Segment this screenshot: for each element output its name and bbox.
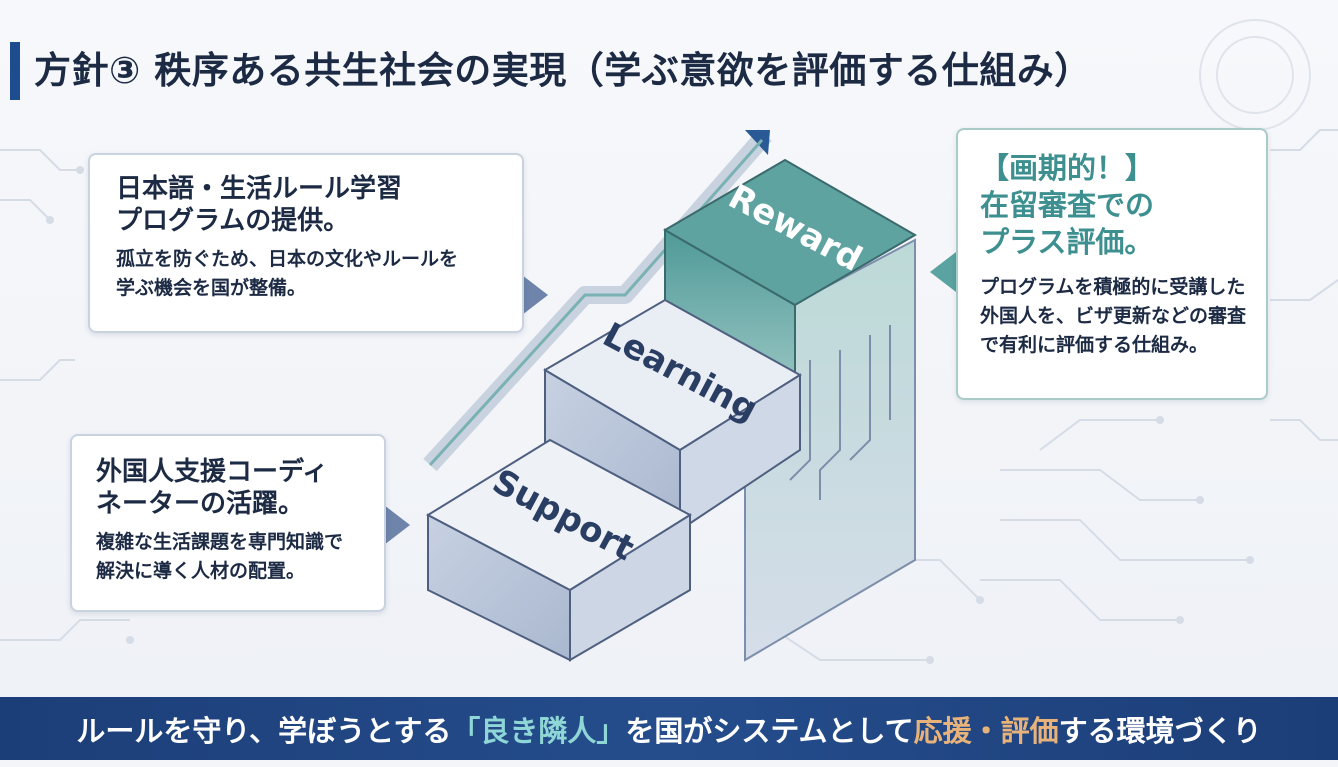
page-title: 方針③ 秩序ある共生社会の実現（学ぶ意欲を評価する仕組み）	[34, 49, 1092, 92]
callout-support-body: 複雑な生活課題を専門知識で 解決に導く人材の配置。	[96, 528, 384, 586]
callout-reward-head-line2: 在留審査での	[980, 188, 1155, 222]
callout-support-head: 外国人支援コーディ ネーターの活躍。	[96, 456, 384, 520]
banner-text-part3: する環境づくり	[1058, 713, 1262, 748]
bottom-strip	[0, 760, 1338, 767]
callout-learning-head-line2: プログラムの提供。	[116, 206, 350, 236]
callout-reward-head-line1: 【画期的！】	[980, 151, 1155, 185]
title-accent-bar	[10, 42, 20, 100]
staircase-graphic: Reward Learning Support	[423, 129, 917, 662]
callout-support-body-line1: 複雑な生活課題を専門知識で	[96, 531, 344, 553]
callout-support-head-line2: ネーターの活躍。	[96, 489, 305, 519]
banner-highlight-support-evaluate: 応援・評価	[913, 713, 1059, 748]
callout-support-head-line1: 外国人支援コーディ	[96, 457, 329, 487]
callout-reward-body-line3: で有利に評価する仕組み。	[980, 334, 1209, 356]
callout-pointer-learning-icon	[522, 275, 548, 315]
callout-learning-head-line1: 日本語・生活ルール学習	[116, 174, 403, 204]
callout-support-body-line2: 解決に導く人材の配置。	[96, 560, 306, 582]
banner-highlight-good-neighbor: 「良き隣人」	[451, 713, 626, 748]
bottom-banner: ルールを守り、学ぼうとする「良き隣人」を国がシステムとして応援・評価する環境づく…	[0, 697, 1338, 760]
banner-text-part2: を国がシステムとして	[625, 713, 914, 748]
callout-pointer-reward-icon	[930, 252, 956, 292]
callout-support: 外国人支援コーディ ネーターの活躍。 複雑な生活課題を専門知識で 解決に導く人材…	[70, 434, 386, 612]
callout-reward-body-line1: プログラムを積極的に受講した	[980, 276, 1246, 298]
callout-pointer-support-icon	[384, 505, 410, 545]
callout-reward-head: 【画期的！】 在留審査での プラス評価。	[980, 150, 1266, 261]
callout-learning-head: 日本語・生活ルール学習 プログラムの提供。	[116, 173, 522, 237]
reward-block-top	[663, 158, 917, 307]
callout-learning-body-line2: 学ぶ機会を国が整備。	[116, 277, 307, 299]
callout-learning-body-line1: 孤立を防ぐため、日本の文化やルールを	[116, 248, 459, 270]
callout-learning-body: 孤立を防ぐため、日本の文化やルールを 学ぶ機会を国が整備。	[116, 245, 522, 303]
callout-reward: 【画期的！】 在留審査での プラス評価。 プログラムを積極的に受講した 外国人を…	[956, 128, 1268, 400]
callout-reward-body: プログラムを積極的に受講した 外国人を、ビザ更新などの審査 で有利に評価する仕組…	[980, 273, 1266, 360]
callout-reward-head-line3: プラス評価。	[980, 225, 1154, 259]
callout-reward-body-line2: 外国人を、ビザ更新などの審査	[980, 305, 1247, 327]
banner-text-part1: ルールを守り、学ぼうとする	[76, 713, 452, 748]
callout-learning: 日本語・生活ルール学習 プログラムの提供。 孤立を防ぐため、日本の文化やルールを…	[88, 153, 524, 333]
arrow-head-icon	[745, 130, 770, 155]
